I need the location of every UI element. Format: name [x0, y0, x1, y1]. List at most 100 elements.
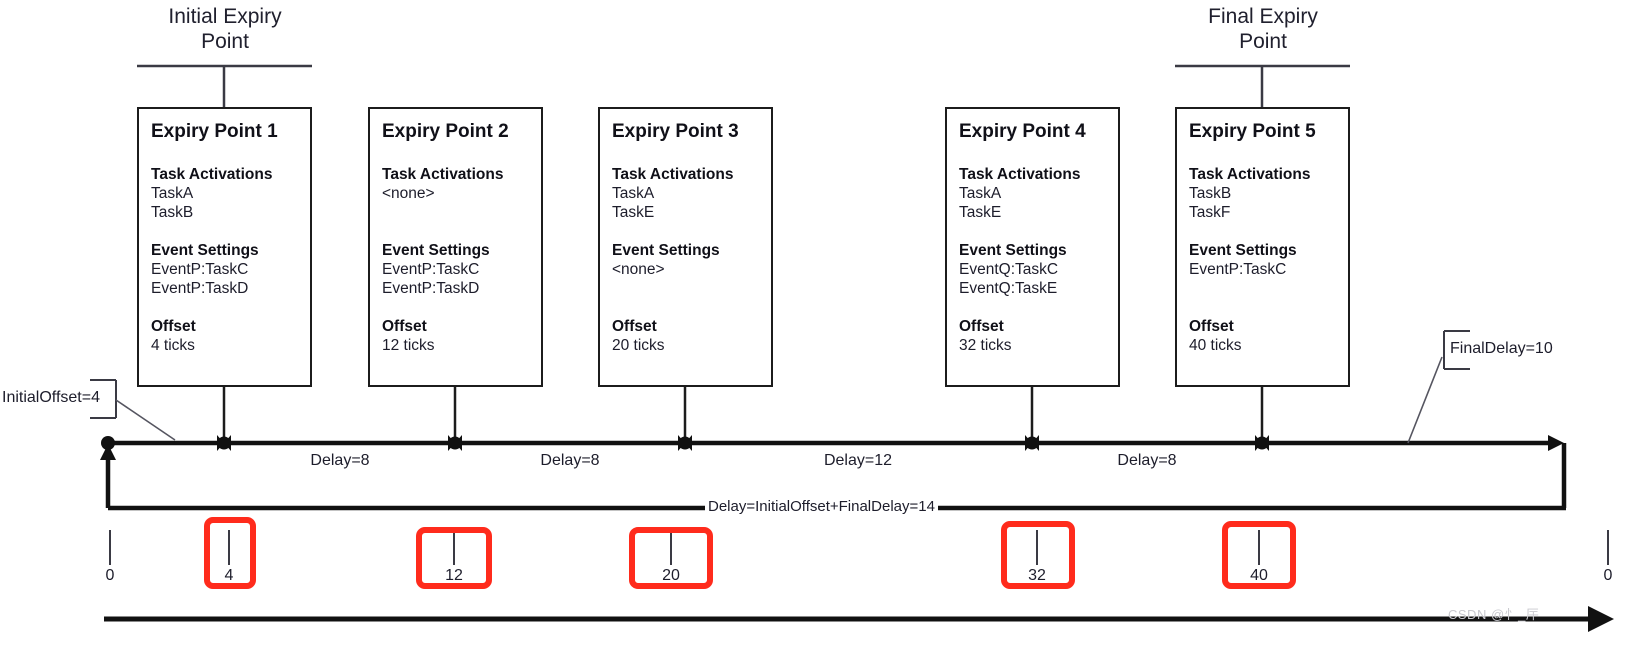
offset-section: Offset 4 ticks — [151, 317, 298, 355]
offset-value: 40 ticks — [1189, 337, 1242, 354]
tick-label-12: 12 — [445, 567, 463, 584]
offset-heading: Offset — [612, 318, 657, 335]
expiry-point-card-5[interactable]: Expiry Point 5 Task Activations TaskB Ta… — [1175, 107, 1350, 387]
event-settings-section: Event Settings EventQ:TaskC EventQ:TaskE — [959, 241, 1106, 298]
task-activation-item: TaskE — [612, 204, 655, 221]
timeline-marker — [1025, 435, 1039, 451]
tick-highlight-20[interactable] — [629, 527, 713, 589]
task-activation-item: TaskE — [959, 204, 1002, 221]
event-setting-item: EventP:TaskD — [151, 280, 249, 297]
tick-highlight-12[interactable] — [416, 527, 492, 589]
expiry-point-title: Expiry Point 3 — [612, 121, 739, 142]
section-spacer — [151, 222, 298, 241]
expiry-point-card-2[interactable]: Expiry Point 2 Task Activations <none> E… — [368, 107, 543, 387]
offset-heading: Offset — [959, 318, 1004, 335]
event-settings-heading: Event Settings — [151, 242, 259, 259]
task-activation-item: TaskA — [151, 185, 194, 202]
expiry-point-card-1[interactable]: Expiry Point 1 Task Activations TaskA Ta… — [137, 107, 312, 387]
task-activations-section: Task Activations TaskA TaskB — [151, 165, 298, 222]
event-setting-item: EventP:TaskC — [382, 261, 480, 278]
tick-label-4: 4 — [224, 567, 234, 584]
task-activations-section: Task Activations TaskB TaskF — [1189, 165, 1336, 222]
event-settings-section: Event Settings EventP:TaskC — [1189, 241, 1336, 298]
task-activation-item: TaskF — [1189, 204, 1231, 221]
tick-highlight-32[interactable] — [1001, 521, 1075, 589]
section-spacer — [612, 222, 759, 241]
task-activations-heading: Task Activations — [959, 166, 1081, 183]
event-settings-heading: Event Settings — [382, 242, 490, 259]
timeline-marker — [448, 435, 462, 451]
final-expiry-point-title: Final Expiry Point — [1208, 5, 1318, 53]
task-activation-item: <none> — [382, 185, 435, 202]
timeline-expiry-markers — [217, 435, 1269, 451]
event-settings-section: Event Settings EventP:TaskC EventP:TaskD — [382, 241, 529, 298]
task-activations-section: Task Activations <none> — [382, 165, 529, 222]
task-activation-item: TaskA — [612, 185, 655, 202]
section-spacer — [959, 298, 1106, 317]
expiry-point-title: Expiry Point 1 — [151, 121, 278, 142]
timeline-marker — [678, 435, 692, 451]
scale-axis-arrow — [1588, 606, 1614, 632]
offset-heading: Offset — [1189, 318, 1234, 335]
event-setting-item: EventQ:TaskC — [959, 261, 1059, 278]
section-spacer — [151, 298, 298, 317]
task-activation-item: TaskA — [959, 185, 1002, 202]
event-setting-item: EventP:TaskC — [1189, 261, 1287, 278]
expiry-point-card-4[interactable]: Expiry Point 4 Task Activations TaskA Ta… — [945, 107, 1120, 387]
tick-label-0-right: 0 — [1603, 567, 1613, 584]
total-delay-label: Delay=InitialOffset+FinalDelay=14 — [705, 498, 938, 515]
event-settings-heading: Event Settings — [959, 242, 1067, 259]
task-activations-heading: Task Activations — [382, 166, 504, 183]
timeline-marker — [217, 435, 231, 451]
event-setting-item: EventP:TaskC — [151, 261, 249, 278]
tick-highlight-40[interactable] — [1222, 521, 1296, 589]
initial-expiry-bracket — [137, 64, 312, 107]
timeline-marker — [1255, 435, 1269, 451]
event-setting-item: EventP:TaskD — [382, 280, 480, 297]
expiry-point-title: Expiry Point 4 — [959, 121, 1086, 142]
task-activation-item: TaskB — [151, 204, 194, 221]
scale-axis — [104, 606, 1614, 632]
event-settings-section: Event Settings EventP:TaskC EventP:TaskD — [151, 241, 298, 298]
tick-label-20: 20 — [662, 567, 680, 584]
tick-label-0-left: 0 — [105, 567, 115, 584]
box-drop-lines — [222, 386, 1264, 443]
scale-tick-marks — [109, 530, 1609, 565]
tick-label-40: 40 — [1250, 567, 1268, 584]
section-spacer — [1189, 222, 1336, 241]
event-setting-placeholder — [1189, 279, 1336, 298]
event-setting-item: EventQ:TaskE — [959, 280, 1058, 297]
task-activation-placeholder — [382, 203, 529, 222]
event-settings-heading: Event Settings — [1189, 242, 1297, 259]
event-setting-placeholder — [612, 279, 759, 298]
task-activations-heading: Task Activations — [612, 166, 734, 183]
timeline-start-node — [101, 436, 115, 450]
offset-section: Offset 12 ticks — [382, 317, 529, 355]
offset-value: 32 ticks — [959, 337, 1012, 354]
event-settings-section: Event Settings <none> — [612, 241, 759, 298]
delay-label-3: Delay=12 — [823, 452, 893, 469]
offset-section: Offset 32 ticks — [959, 317, 1106, 355]
timeline-end-arrow — [1548, 435, 1564, 451]
offset-heading: Offset — [382, 318, 427, 335]
offset-value: 20 ticks — [612, 337, 665, 354]
section-spacer — [612, 298, 759, 317]
initial-expiry-point-title: Initial Expiry Point — [168, 5, 282, 53]
tick-highlight-4[interactable] — [204, 517, 256, 589]
tick-label-32: 32 — [1028, 567, 1046, 584]
total-delay-arrow — [100, 444, 116, 460]
section-spacer — [382, 298, 529, 317]
csdn-watermark: CSDN @忄_厈 — [1448, 607, 1540, 622]
expiry-point-card-3[interactable]: Expiry Point 3 Task Activations TaskA Ta… — [598, 107, 773, 387]
section-spacer — [1189, 298, 1336, 317]
initial-offset-callout-bracket — [90, 379, 176, 441]
expiry-point-title: Expiry Point 2 — [382, 121, 509, 142]
task-activation-item: TaskB — [1189, 185, 1232, 202]
task-activations-section: Task Activations TaskA TaskE — [612, 165, 759, 222]
delay-label-4: Delay=8 — [1117, 452, 1177, 469]
offset-heading: Offset — [151, 318, 196, 335]
expiry-point-title: Expiry Point 5 — [1189, 121, 1316, 142]
task-activations-section: Task Activations TaskA TaskE — [959, 165, 1106, 222]
task-activations-heading: Task Activations — [151, 166, 273, 183]
delay-label-2: Delay=8 — [540, 452, 600, 469]
